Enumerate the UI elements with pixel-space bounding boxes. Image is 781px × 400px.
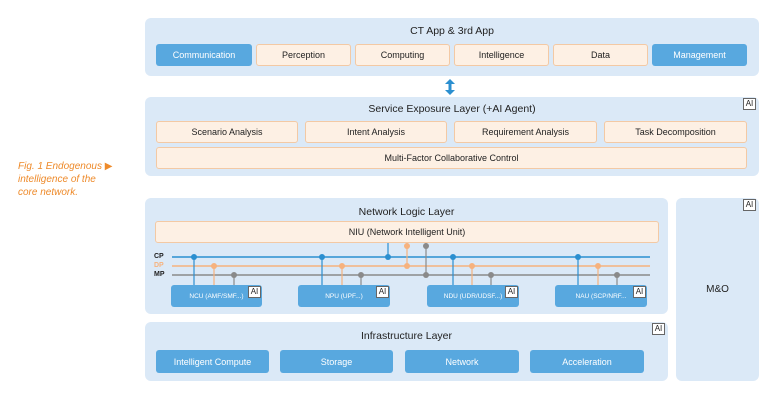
app-management: Management bbox=[652, 44, 747, 66]
acceleration: Acceleration bbox=[530, 350, 644, 373]
logic-layer-title: Network Logic Layer bbox=[358, 206, 455, 218]
app-layer-title: CT App & 3rd App bbox=[410, 25, 494, 37]
nau-unit: NAU (SCP/NRF... bbox=[555, 285, 647, 307]
ai-badge: AI bbox=[743, 98, 756, 110]
app-intelligence: Intelligence bbox=[454, 44, 549, 66]
figure-caption: Fig. 1 Endogenous ▶ intelligence of the … bbox=[18, 160, 128, 199]
infra-layer-title: Infrastructure Layer bbox=[360, 330, 453, 342]
app-perception: Perception bbox=[256, 44, 351, 66]
storage: Storage bbox=[280, 350, 393, 373]
ncu-ai-badge: AI bbox=[248, 286, 261, 298]
mo-label: M&O bbox=[706, 284, 729, 295]
npu-ai-badge: AI bbox=[376, 286, 389, 298]
mo-panel: AI M&O bbox=[676, 198, 759, 381]
exposure-layer: Service Exposure Layer (+AI Agent) AI Sc… bbox=[145, 97, 759, 176]
nau-ai-badge: AI bbox=[633, 286, 646, 298]
intelligent-compute: Intelligent Compute bbox=[156, 350, 269, 373]
caption-line-3: core network. bbox=[18, 187, 79, 198]
requirement-analysis: Requirement Analysis bbox=[454, 121, 597, 143]
cp-label: CP bbox=[154, 253, 164, 260]
plane-connections bbox=[172, 243, 650, 285]
infra-ai-badge: AI bbox=[652, 323, 665, 335]
nau-label: NAU (SCP/NRF... bbox=[575, 292, 627, 300]
ncu-unit: NCU (AMF/SMF...) bbox=[171, 285, 262, 307]
app-layer: CT App & 3rd App Communication Perceptio… bbox=[145, 18, 759, 76]
multi-factor-control: Multi-Factor Collaborative Control bbox=[156, 147, 747, 169]
ndu-label: NDU (UDR/UDSF...) bbox=[443, 292, 503, 300]
infra-layer: Infrastructure Layer AI Intelligent Comp… bbox=[145, 322, 668, 381]
intent-analysis: Intent Analysis bbox=[305, 121, 447, 143]
caption-line-2: intelligence of the bbox=[18, 174, 96, 185]
logic-layer: Network Logic Layer NIU (Network Intelli… bbox=[145, 198, 668, 314]
mp-label: MP bbox=[154, 271, 165, 278]
caption-line-1: Fig. 1 Endogenous ▶ bbox=[18, 161, 113, 172]
app-data: Data bbox=[553, 44, 648, 66]
exposure-layer-title: Service Exposure Layer (+AI Agent) bbox=[368, 103, 536, 115]
app-communication: Communication bbox=[156, 44, 252, 66]
npu-label: NPU (UPF...) bbox=[325, 292, 363, 300]
scenario-analysis: Scenario Analysis bbox=[156, 121, 298, 143]
network: Network bbox=[405, 350, 519, 373]
app-computing: Computing bbox=[355, 44, 450, 66]
ndu-ai-badge: AI bbox=[505, 286, 518, 298]
ncu-label: NCU (AMF/SMF...) bbox=[189, 292, 244, 300]
dp-label: DP bbox=[154, 262, 164, 269]
ndu-unit: NDU (UDR/UDSF...) bbox=[427, 285, 519, 307]
double-arrow-icon bbox=[445, 79, 455, 95]
niu-box: NIU (Network Intelligent Unit) bbox=[155, 221, 659, 243]
task-decomposition: Task Decomposition bbox=[604, 121, 747, 143]
npu-unit: NPU (UPF...) bbox=[298, 285, 390, 307]
mo-ai-badge: AI bbox=[743, 199, 756, 211]
